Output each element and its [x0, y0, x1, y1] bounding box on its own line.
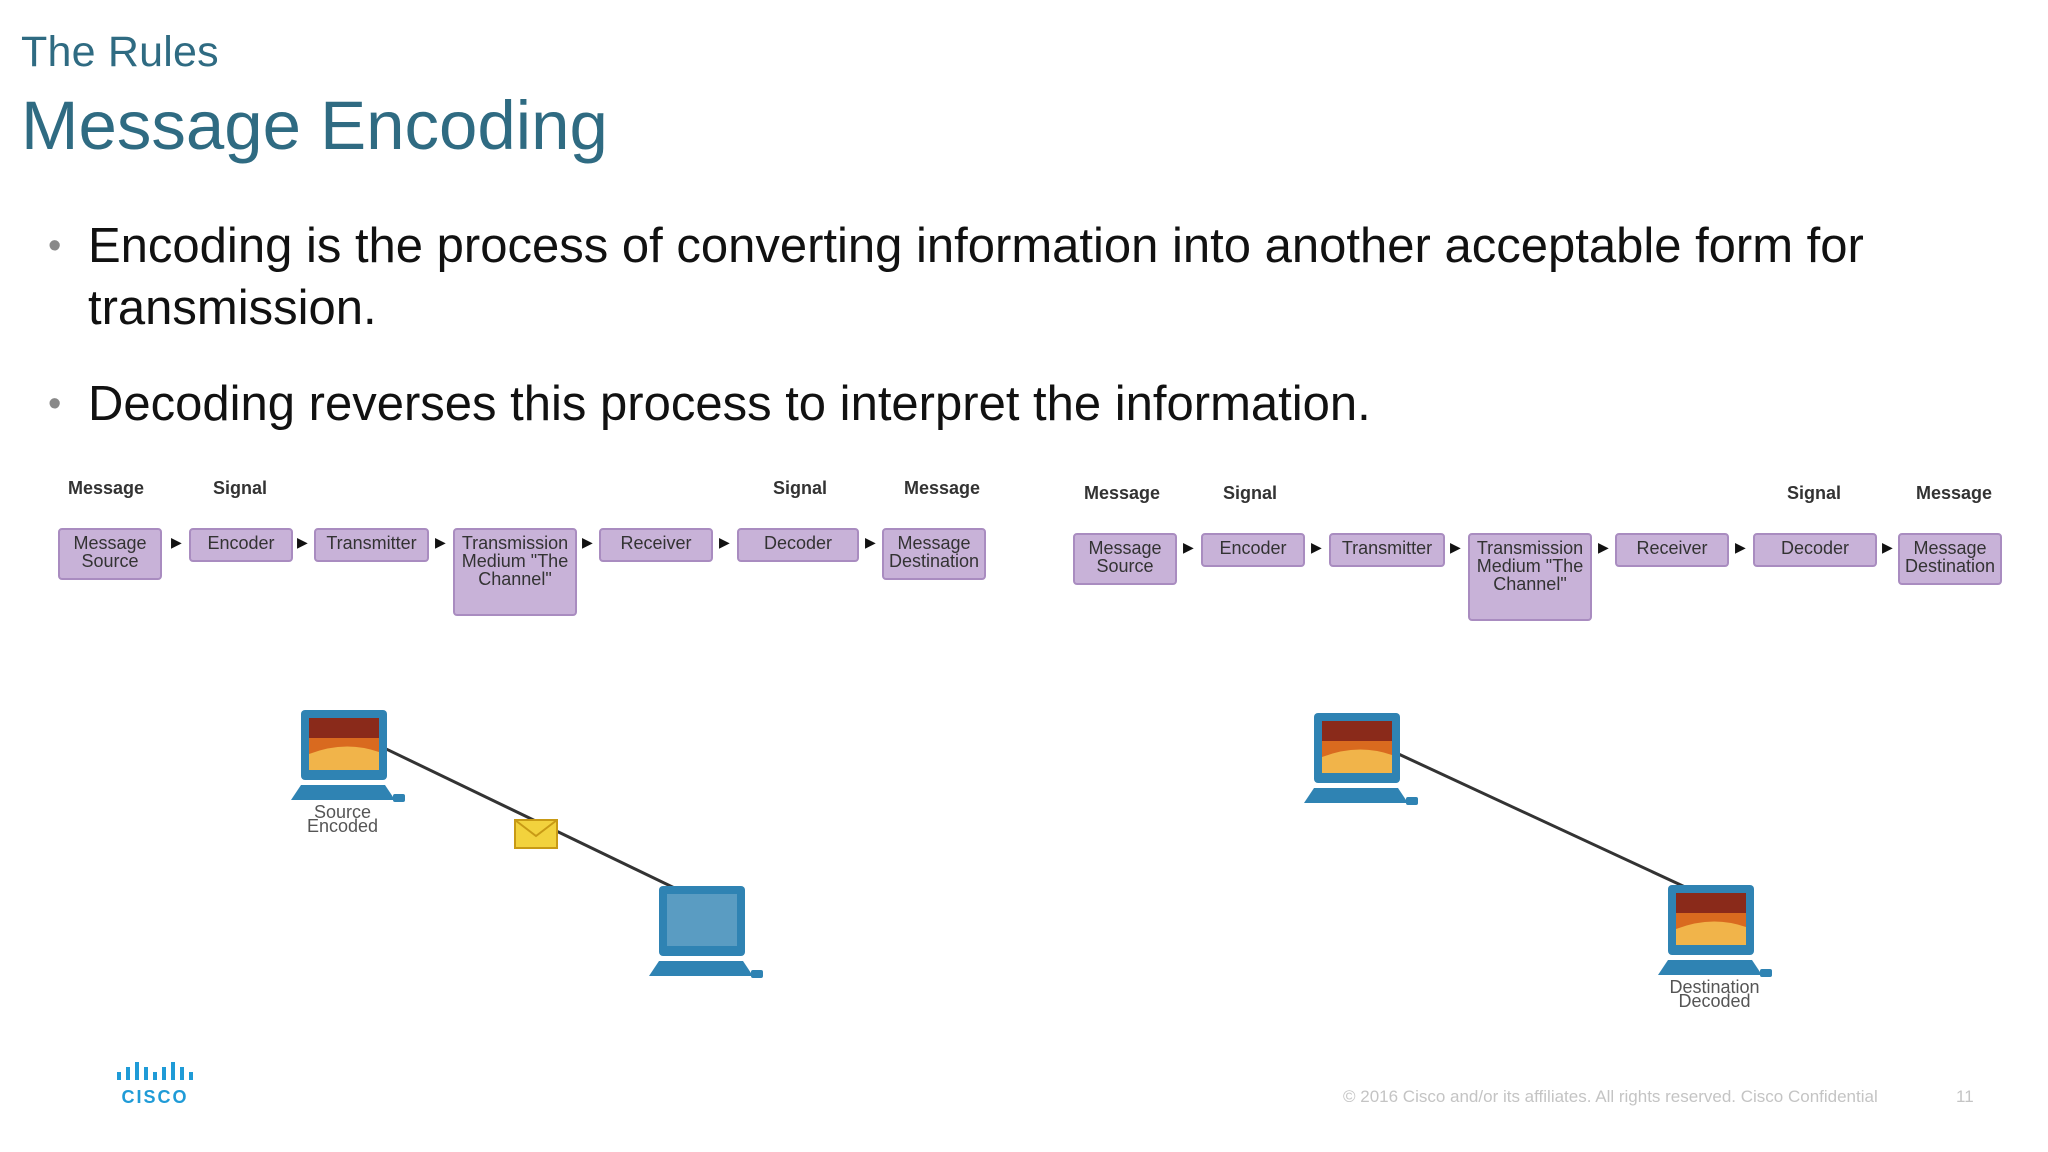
- flow-box-encoder: Encoder: [189, 528, 293, 562]
- network-link: [1391, 749, 1699, 895]
- arrow-right-icon: ▶: [1183, 539, 1194, 555]
- flow-box-transmitter: Transmitter: [1329, 533, 1445, 567]
- bullet-text-decoding: Decoding reverses this process to interp…: [88, 377, 1371, 431]
- flow-header-signal-left: Signal: [1223, 483, 1278, 503]
- flow-box-receiver: Receiver: [599, 528, 713, 562]
- destination-computer-icon: [649, 886, 763, 978]
- flow-header-signal-left: Signal: [213, 478, 268, 498]
- arrow-right-icon: ▶: [435, 534, 446, 550]
- bullet-dot-icon: •: [48, 225, 62, 267]
- source-encoded-label: Source Encoded: [306, 802, 379, 836]
- arrow-right-icon: ▶: [1450, 539, 1461, 555]
- flow-header-message-right: Message: [904, 478, 981, 498]
- network-illustration: [291, 710, 763, 978]
- destination-computer-icon: [1658, 885, 1772, 977]
- flow-box-decoder: Decoder: [1753, 533, 1877, 567]
- flow-box-transmission-medium: Transmission Medium "The Channel": [1468, 533, 1592, 621]
- flow-box-receiver: Receiver: [1615, 533, 1729, 567]
- flow-box-message-source: Message Source: [58, 528, 162, 580]
- communication-flow: Message Signal Signal Message Message So…: [1070, 475, 2048, 635]
- arrow-right-icon: ▶: [171, 534, 182, 550]
- arrow-right-icon: ▶: [865, 534, 876, 550]
- arrow-right-icon: ▶: [1882, 539, 1893, 555]
- arrow-right-icon: ▶: [1598, 539, 1609, 555]
- arrow-right-icon: ▶: [1311, 539, 1322, 555]
- communication-flow: Message Signal Signal Message Message So…: [55, 470, 1035, 630]
- flow-box-decoder: Decoder: [737, 528, 859, 562]
- arrow-right-icon: ▶: [582, 534, 593, 550]
- flow-box-message-source: Message Source: [1073, 533, 1177, 585]
- cisco-logo-icon: CISCO: [117, 1062, 193, 1107]
- source-computer-icon: [1304, 713, 1418, 805]
- cisco-logo-text: CISCO: [121, 1087, 188, 1107]
- flow-box-transmission-medium: Transmission Medium "The Channel": [453, 528, 577, 616]
- arrow-right-icon: ▶: [719, 534, 730, 550]
- flow-header-message-left: Message: [68, 478, 145, 498]
- source-computer-icon: [291, 710, 405, 802]
- flow-header-message-right: Message: [1916, 483, 1993, 503]
- arrow-right-icon: ▶: [1735, 539, 1746, 555]
- flow-header-message-left: Message: [1084, 483, 1161, 503]
- arrow-right-icon: ▶: [297, 534, 308, 550]
- bullet-dot-icon: •: [48, 383, 62, 425]
- bullet-item-decoding: • Decoding reverses this process to inte…: [48, 373, 2008, 435]
- network-illustration: [1304, 713, 1772, 977]
- flow-header-signal-right: Signal: [773, 478, 828, 498]
- bullet-list: • Encoding is the process of converting …: [48, 215, 2008, 469]
- slide-title: Message Encoding: [21, 87, 608, 164]
- flow-header-signal-right: Signal: [1787, 483, 1842, 503]
- destination-decoded-label: Destination Decoded: [1669, 977, 1760, 1011]
- flow-box-message-destination: Message Destination: [1898, 533, 2002, 585]
- flow-box-transmitter: Transmitter: [314, 528, 429, 562]
- cisco-logo: CISCO: [113, 1058, 197, 1113]
- bullet-text-encoding: Encoding is the process of converting in…: [88, 219, 1864, 335]
- flow-box-message-destination: Message Destination: [882, 528, 986, 580]
- slide-supertitle: The Rules: [21, 28, 219, 76]
- flow-box-encoder: Encoder: [1201, 533, 1305, 567]
- page-number: 11: [1956, 1087, 1974, 1106]
- bullet-item-encoding: • Encoding is the process of converting …: [48, 215, 2008, 339]
- envelope-icon: [514, 819, 558, 849]
- copyright-text: © 2016 Cisco and/or its affiliates. All …: [1343, 1087, 1878, 1106]
